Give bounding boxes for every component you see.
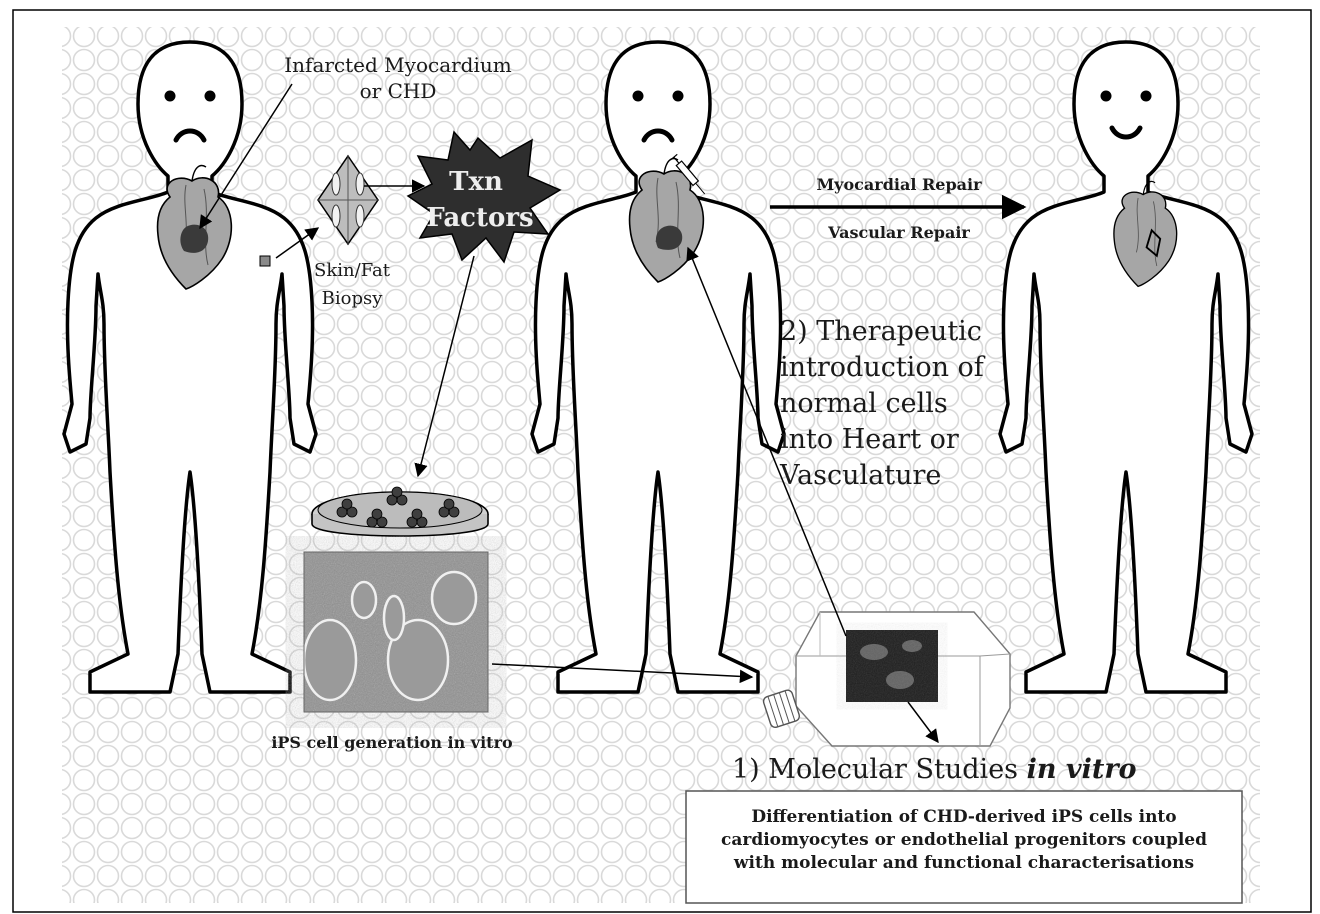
therapeutic-line: 2) Therapeutic: [780, 316, 982, 347]
label-factors: Factors: [426, 203, 533, 233]
biopsy-site: [260, 256, 270, 266]
molecular-italic: in vitro: [1027, 754, 1137, 785]
label-molecular-studies: 1) Molecular Studies in vitro: [732, 754, 1137, 785]
therapeutic-line: normal cells: [780, 388, 948, 419]
label-infarcted-line1: Infarcted Myocardium: [284, 53, 511, 77]
label-txn: Txn: [449, 167, 503, 197]
label-myocardial-repair: Myocardial Repair: [816, 175, 982, 194]
box-line: with molecular and functional characteri…: [733, 853, 1194, 873]
therapeutic-line: into Heart or: [780, 424, 959, 455]
label-vascular-repair: Vascular Repair: [827, 223, 970, 242]
label-infarcted-line2: or CHD: [360, 79, 437, 103]
box-line: Differentiation of CHD-derived iPS cells…: [751, 807, 1176, 827]
label-ips-generation: iPS cell generation in vitro: [271, 733, 513, 752]
label-biopsy-line2: Biopsy: [322, 288, 384, 309]
differentiation-box: Differentiation of CHD-derived iPS cells…: [686, 791, 1242, 903]
therapeutic-line: Vasculature: [779, 460, 941, 491]
ips-colony-micrograph: [304, 552, 488, 712]
therapeutic-line: introduction of: [780, 352, 986, 383]
molecular-prefix: 1) Molecular Studies: [732, 754, 1027, 785]
label-biopsy-line1: Skin/Fat: [314, 260, 391, 281]
box-line: cardiomyocytes or endothelial progenitor…: [721, 830, 1207, 850]
